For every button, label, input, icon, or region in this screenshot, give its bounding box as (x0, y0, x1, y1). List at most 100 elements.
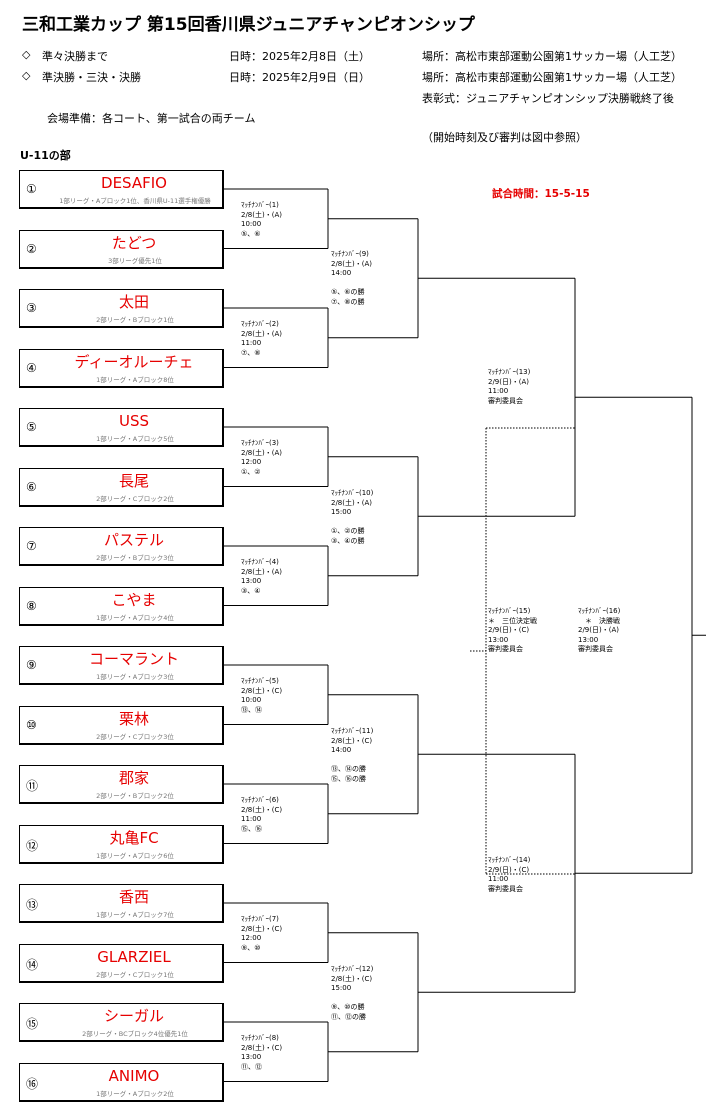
match-line: ⑨、⑩の勝 (331, 1003, 365, 1011)
match-line: ①、②の勝 (331, 527, 365, 535)
team-name: パステル (103, 531, 164, 549)
team-number: ⑬ (26, 898, 39, 912)
match-line (331, 756, 373, 766)
team-info: 1部リーグ・Aブロック2位 (96, 1089, 174, 1098)
match-line: 11:00 (241, 339, 262, 347)
match-line: 12:00 (241, 458, 262, 466)
match-line: ﾏｯﾁﾅﾝﾊﾞｰ(12) (331, 965, 374, 973)
match-line: ⑪、⑫の勝 (331, 1012, 366, 1021)
schedule-marker-1: ◇ (22, 48, 31, 61)
match-line: ﾏｯﾁﾅﾝﾊﾞｰ(5) (241, 677, 279, 685)
team-name: 栗林 (118, 709, 149, 728)
team-info: 1部リーグ・Aブロック5位 (96, 435, 174, 443)
match-line: ⑤、⑥ (241, 229, 261, 238)
match-line: ﾏｯﾁﾅﾝﾊﾞｰ(7) (241, 915, 279, 923)
match-line: 2/8(土)・(C) (331, 974, 373, 983)
match-line: ﾏｯﾁﾅﾝﾊﾞｰ(4) (241, 558, 279, 566)
match-line: 審判委員会 (488, 645, 523, 653)
match-line: 12:00 (241, 934, 262, 942)
team-box: ⑬ 香西 1部リーグ・Aブロック7位 (19, 884, 224, 923)
page-title: 三和工業カップ 第15回香川県ジュニアチャンピオンシップ (22, 15, 475, 35)
team-number: ⑥ (26, 479, 37, 494)
match-line (331, 518, 373, 528)
match-line: ⑤、⑥の勝 (331, 288, 365, 296)
team-info: 1部リーグ・Aブロック1位、香川県U-11選手権優勝 (59, 197, 211, 205)
match-line: 11:00 (241, 815, 262, 823)
team-name: シーガル (103, 1007, 164, 1025)
team-number: ⑤ (26, 420, 37, 434)
team-number: ⑪ (26, 779, 39, 793)
match-line: ﾏｯﾁﾅﾝﾊﾞｰ(16) (578, 607, 621, 615)
match-line: 2/8(土)・(C) (241, 686, 283, 695)
match-line: ⑬、⑭の勝 (331, 765, 366, 773)
match-line: ﾏｯﾁﾅﾝﾊﾞｰ(13) (488, 368, 531, 376)
team-name: USS (118, 412, 150, 430)
match-line: 15:00 (331, 508, 352, 516)
match-line: 審判委員会 (578, 645, 613, 653)
schedule-venue-2: 場所：高松市東部運動公園第1サッカー場（人工芝） (422, 71, 682, 84)
team-info: 2部リーグ・Cブロック2位 (96, 494, 174, 503)
match-line: ﾏｯﾁﾅﾝﾊﾞｰ(2) (241, 320, 279, 328)
team-number: ⑩ (26, 717, 37, 732)
match-line: 14:00 (331, 269, 352, 277)
match-line: 13:00 (241, 1053, 262, 1061)
team-info: 2部リーグ・Bブロック2位 (96, 792, 174, 800)
match-line: 審判委員会 (488, 884, 523, 893)
team-info: 2部リーグ・BCブロック4位優先1位 (82, 1030, 188, 1038)
match-line: ﾏｯﾁﾅﾝﾊﾞｰ(3) (241, 439, 279, 447)
match-line: ﾏｯﾁﾅﾝﾊﾞｰ(9) (331, 250, 369, 258)
match-line: 2/9(日)・(A) (488, 377, 529, 386)
match-line: ⑦、⑧ (241, 348, 261, 357)
match-line (331, 279, 372, 289)
team-number: ⑧ (26, 598, 37, 613)
match-line: 10:00 (241, 220, 262, 228)
team-number: ⑮ (26, 1017, 39, 1031)
team-name: GLARZIEL (97, 947, 171, 966)
team-name: 郡家 (118, 769, 149, 787)
match-line: ⑪、⑫ (241, 1062, 262, 1071)
match-line: 2/8(土)・(A) (331, 259, 372, 268)
match-line: 10:00 (241, 696, 262, 704)
match-line: 2/9(日)・(C) (488, 626, 530, 634)
match-line: 11:00 (488, 875, 509, 883)
match-line: 13:00 (488, 635, 509, 644)
match-line: ﾏｯﾁﾅﾝﾊﾞｰ(15) (488, 607, 531, 615)
team-info: 1部リーグ・Aブロック7位 (96, 911, 174, 919)
team-name: 香西 (118, 888, 149, 906)
team-info: 1部リーグ・Aブロック6位 (96, 851, 174, 860)
match-line: 2/8(土)・(A) (241, 448, 282, 457)
team-name: DESAFIO (101, 174, 167, 192)
match-line: 14:00 (331, 746, 352, 754)
team-name: ディーオルーチェ (74, 352, 194, 371)
match-line: ﾏｯﾁﾅﾝﾊﾞｰ(14) (488, 856, 531, 864)
note-text: （開始時刻及び審判は図中参照） (422, 131, 587, 144)
match-line: 15:00 (331, 984, 352, 992)
team-name: ANIMO (108, 1066, 160, 1085)
match-line: ⑬、⑭ (241, 705, 262, 714)
match-line: ﾏｯﾁﾅﾝﾊﾞｰ(10) (331, 489, 374, 497)
match-line: 13:00 (578, 635, 599, 644)
match-line: ＊ 決勝戦 (578, 616, 620, 625)
team-number: ⑫ (26, 838, 39, 853)
match-line: ①、② (241, 467, 261, 476)
team-name: こやま (111, 590, 157, 609)
team-number: ② (26, 241, 37, 256)
match-line (331, 994, 373, 1004)
match-line: ﾏｯﾁﾅﾝﾊﾞｰ(11) (331, 727, 374, 735)
team-number: ⑦ (26, 539, 37, 553)
